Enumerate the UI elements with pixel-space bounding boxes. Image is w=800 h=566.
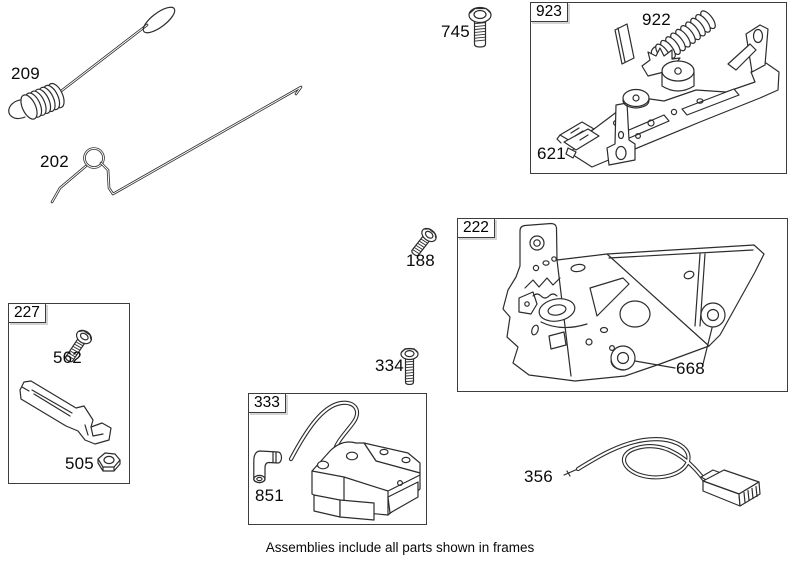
part-label-922: 922 [642,10,671,29]
part-label-745: 745 [441,22,470,41]
screw-188-drawing [411,227,437,257]
ignition-coil-group-333-drawing [253,400,421,521]
screw-334-drawing [400,347,419,386]
spark-plug-wire-drawing [288,400,359,462]
governor-link-202-drawing [50,85,303,204]
part-label-334: 334 [375,356,404,375]
extension-spring-209-drawing [8,6,176,120]
control-bracket-assembly-923-drawing [556,10,780,168]
frame-label-222: 222 [457,218,495,238]
frame-label-333: 333 [248,393,286,413]
frame-923: 923 [530,2,787,174]
diagram-caption: Assemblies include all parts shown in fr… [265,540,535,555]
part-label-851: 851 [255,486,284,505]
part-label-505: 505 [65,454,94,473]
part-label-356: 356 [524,467,553,486]
stop-cable-356-drawing [563,437,761,507]
part-label-668: 668 [676,359,705,378]
grommet-668-drawing [610,302,726,371]
frame-222: 222 [457,218,788,392]
part-label-188: 188 [406,251,435,270]
elbow-boot-851-drawing [253,450,283,484]
screw-562-drawing [65,329,93,363]
brake-lever-drawing [19,380,112,445]
nut-505-drawing [97,452,121,472]
brake-lever-group-227-drawing [19,329,121,472]
frame-label-923: 923 [530,2,568,22]
part-label-562: 562 [53,348,82,367]
frame-label-227: 227 [8,303,46,323]
clip-621-drawing [556,121,600,159]
part-label-209: 209 [11,64,40,83]
frame-227: 227 [8,303,130,484]
part-label-202: 202 [40,152,69,171]
frame-333: 333 [248,393,427,525]
ignition-coil-drawing [311,441,421,521]
cable-connector-drawing [700,469,761,507]
screw-745-drawing [468,6,492,48]
spring-coil [20,82,65,120]
mounting-bracket-222-drawing [502,222,765,382]
control-bracket-base-drawing [569,23,780,168]
part-label-621: 621 [537,144,566,163]
